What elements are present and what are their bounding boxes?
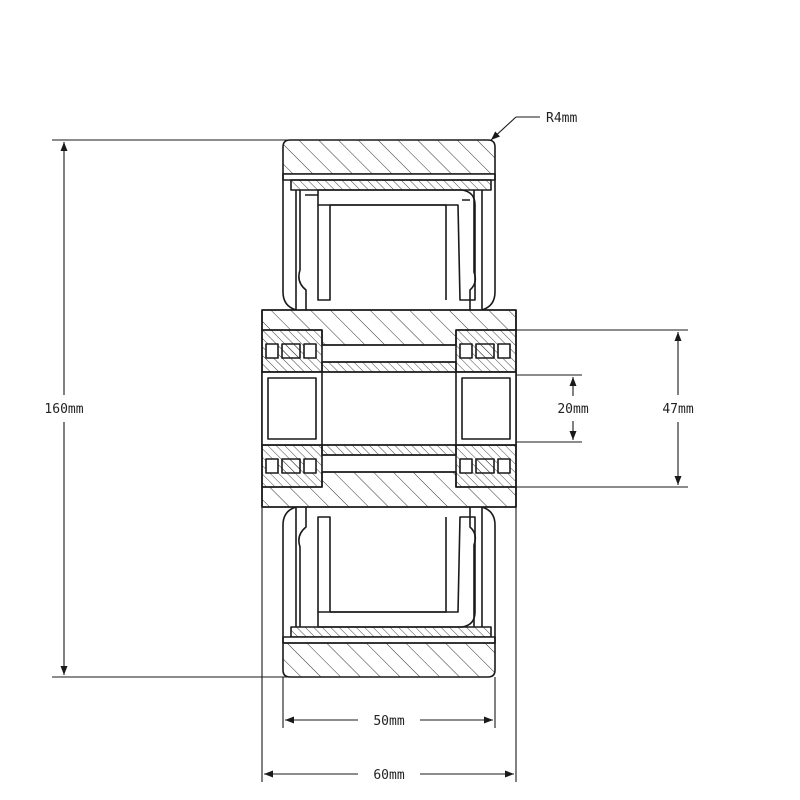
label-bearing-seat: 47mm [662, 402, 693, 417]
label-tread-width: 50mm [373, 714, 404, 729]
label-hub-width: 60mm [373, 768, 404, 783]
wheel-section [261, 139, 517, 678]
right-bearing [455, 329, 517, 488]
dim-hub-width [261, 507, 517, 782]
dim-edge-radius-leader [490, 116, 540, 141]
bore [262, 371, 516, 446]
label-inner-bore: 20mm [557, 402, 588, 417]
top-tread [282, 139, 496, 191]
dimensions [52, 116, 688, 782]
dim-inner-bore [516, 374, 582, 443]
dim-tread-width [282, 677, 496, 728]
left-bearing [261, 329, 323, 488]
wheel-web-bottom [282, 506, 496, 643]
wheel-web-top [282, 174, 496, 311]
dimension-labels: 160mm 47mm 20mm 50mm 60mm R4mm [30, 111, 712, 783]
label-outer-diameter: 160mm [44, 402, 83, 417]
bottom-tread [282, 626, 496, 678]
dim-bearing-seat [516, 329, 688, 488]
dim-outer-diameter [52, 139, 290, 678]
label-edge-radius: R4mm [546, 111, 577, 126]
